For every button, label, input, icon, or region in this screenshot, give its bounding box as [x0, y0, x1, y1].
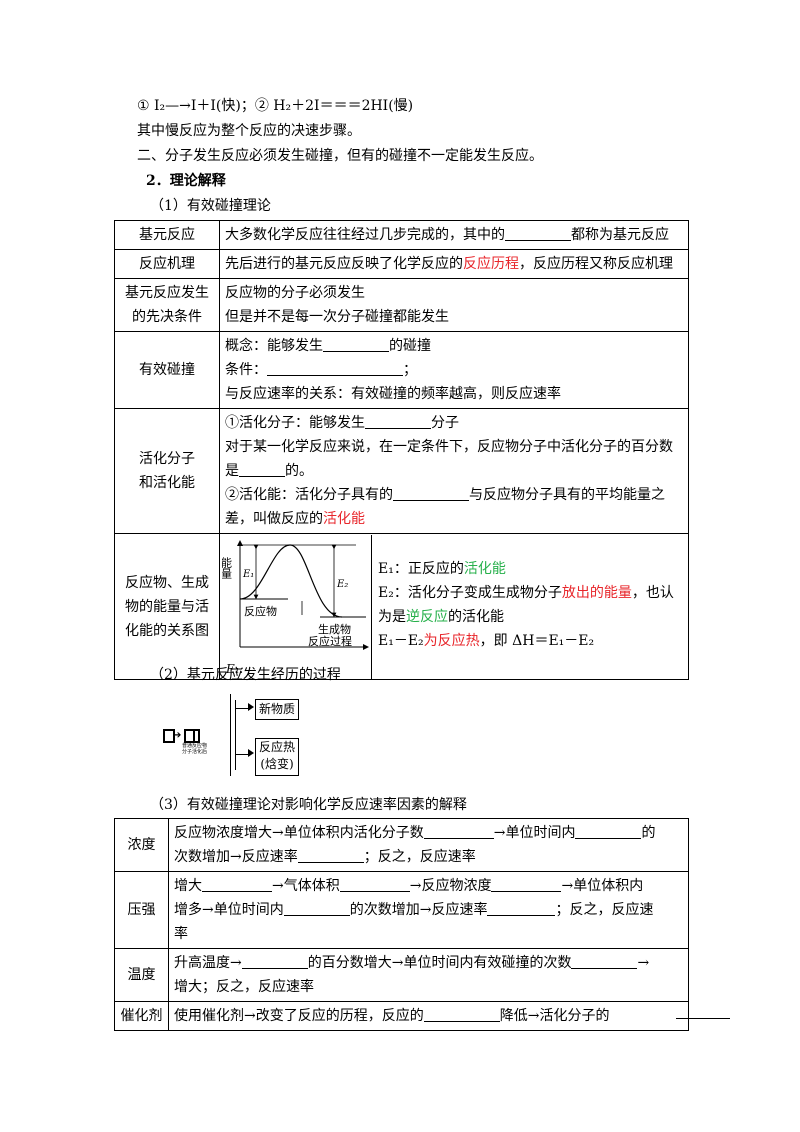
table-row: 反应物、生成物的能量与活化能的关系图: [114, 533, 689, 680]
e1-label: E₁: [242, 569, 254, 580]
e2-label: E₂: [336, 579, 348, 590]
molecule-square-icon: [184, 729, 195, 743]
highlight-activation-energy: 活化能: [323, 511, 365, 527]
row-body-concentration: 反应物浓度增大→单位体积内活化分子数→单位时间内的 次数增加→反应速率；反之，反…: [168, 818, 689, 872]
diagram-caption: E₁:: [225, 662, 244, 676]
highlight-reaction-heat: 为反应热: [423, 632, 480, 649]
slow-step-note: 其中慢反应为整个反应的决速步骤。: [137, 123, 361, 139]
product-label: 生成物: [318, 622, 351, 636]
row-body-energy-diagram: 能量 E₁ E₂ 反应物 生成物 反应过程 E₁: E₁：正反应的活化能 E₂：…: [219, 533, 689, 680]
row-body-catalyst: 使用催化剂→改变了反应的历程，反应的降低→活化分子的: [168, 1001, 689, 1031]
row-body-effective-collision: 概念：能够发生的碰撞 条件：； 与反应速率的关系：有效碰撞的频率越高，则反应速率: [219, 331, 689, 409]
answer-blank[interactable]: [487, 901, 556, 916]
answer-blank[interactable]: [571, 954, 638, 969]
answer-blank[interactable]: [423, 1007, 500, 1022]
energy-profile-diagram: 能量 E₁ E₂ 反应物 生成物 反应过程 E₁:: [222, 539, 369, 676]
subheading-elementary-process: （2）基元反应发生经历的过程: [150, 667, 341, 683]
row-body-prerequisite: 反应物的分子必须发生但是并不是每一次分子碰撞都能发生: [219, 278, 689, 332]
row-head-activated-molecule: 活化分子和活化能: [114, 408, 220, 534]
x-axis-label: 反应过程: [308, 634, 352, 648]
row-body-elementary-reaction: 大多数化学反应往往经过几步完成的，其中的都称为基元反应: [219, 220, 689, 250]
reaction-heat-box: 反应热 (焓变): [255, 738, 299, 776]
answer-blank[interactable]: [241, 954, 308, 969]
arrow-head-icon: [248, 703, 254, 711]
row-head-catalyst: 催化剂: [114, 1001, 169, 1031]
y-axis-label: 能量: [222, 555, 233, 578]
answer-blank[interactable]: [323, 337, 389, 352]
flow-vertical-line: [230, 694, 231, 776]
subheading-rate-factors: （3）有效碰撞理论对影响化学反应速率因素的解释: [150, 797, 467, 813]
reactant-square-icon: [163, 729, 175, 743]
answer-blank[interactable]: [491, 877, 562, 892]
flow-branch-line: [235, 754, 251, 755]
answer-blank[interactable]: [423, 824, 494, 839]
highlight-forward-activation: 活化能: [463, 560, 506, 577]
energy-explanation: E₁：正反应的活化能 E₂：活化分子变成生成物分子放出的能量，也认 为是逆反应的…: [378, 560, 674, 649]
effective-collision-table: 基元反应 大多数化学反应往往经过几步完成的，其中的都称为基元反应 反应机理 先后…: [114, 220, 689, 680]
table-row: 活化分子和活化能 ①活化分子：能够发生分子 对于某一化学反应来说，在一定条件下，…: [114, 408, 689, 534]
answer-blank[interactable]: [239, 462, 285, 477]
arrow-right-icon: ➔: [173, 730, 182, 741]
answer-blank[interactable]: [297, 848, 364, 863]
table-row: 基元反应发生的先决条件 反应物的分子必须发生但是并不是每一次分子碰撞都能发生: [114, 278, 689, 332]
section-heading-theory: 2．理论解释: [146, 173, 226, 189]
activation-caption: 普通反应物 分子活化后: [182, 743, 208, 755]
answer-blank[interactable]: [202, 877, 272, 892]
answer-blank[interactable]: [365, 414, 431, 429]
row-head-effective-collision: 有效碰撞: [114, 331, 220, 409]
table-row: 温度 升高温度→的百分数增大→单位时间内有效碰撞的次数→ 增大；反之，反应速率: [114, 948, 689, 1002]
row-body-temperature: 升高温度→的百分数增大→单位时间内有效碰撞的次数→ 增大；反之，反应速率: [168, 948, 689, 1002]
flow-vertical-line: [235, 700, 236, 770]
molecule-square-icon: [191, 729, 200, 743]
table-row: 压强 增大→气体体积→反应物浓度→单位体积内 增多→单位时间内的次数增加→反应速…: [114, 871, 689, 949]
row-body-mechanism: 先后进行的基元反应反映了化学反应的反应历程，反应历程又称反应机理: [219, 249, 689, 279]
answer-blank[interactable]: [339, 877, 410, 892]
row-head-mechanism: 反应机理: [114, 249, 220, 279]
row-head-energy-diagram: 反应物、生成物的能量与活化能的关系图: [114, 533, 220, 680]
formula-line: ① I₂—→I＋I(快)；② H₂＋2I＝＝＝2HI(慢): [137, 98, 414, 114]
collision-statement: 二、分子发生反应必须发生碰撞，但有的碰撞不一定能发生反应。: [137, 148, 543, 164]
flow-branch-line: [235, 708, 251, 709]
row-head-prerequisite: 基元反应发生的先决条件: [114, 278, 220, 332]
row-head-concentration: 浓度: [114, 818, 169, 872]
rate-factors-table: 浓度 反应物浓度增大→单位体积内活化分子数→单位时间内的 次数增加→反应速率；反…: [114, 818, 689, 1031]
highlight-released-energy: 放出的能量: [561, 584, 632, 601]
row-body-pressure: 增大→气体体积→反应物浓度→单位体积内 增多→单位时间内的次数增加→反应速率；反…: [168, 871, 689, 949]
new-substance-box: 新物质: [255, 699, 299, 720]
answer-blank[interactable]: [267, 361, 403, 376]
answer-blank[interactable]: [283, 901, 350, 916]
row-head-elementary-reaction: 基元反应: [114, 220, 220, 250]
arrow-head-icon: [248, 749, 254, 757]
table-row: 催化剂 使用催化剂→改变了反应的历程，反应的降低→活化分子的: [114, 1001, 689, 1031]
row-head-pressure: 压强: [114, 871, 169, 949]
reactant-label: 反应物: [244, 604, 277, 618]
highlight-reverse-reaction: 逆反应: [406, 608, 448, 625]
answer-blank[interactable]: [393, 486, 469, 501]
answer-blank-overflow[interactable]: [676, 1004, 730, 1019]
answer-blank[interactable]: [505, 226, 571, 241]
table-row: 反应机理 先后进行的基元反应反映了化学反应的反应历程，反应历程又称反应机理: [114, 249, 689, 279]
table-row: 有效碰撞 概念：能够发生的碰撞 条件：； 与反应速率的关系：有效碰撞的频率越高，…: [114, 331, 689, 409]
row-body-activated-molecule: ①活化分子：能够发生分子 对于某一化学反应来说，在一定条件下，反应物分子中活化分…: [219, 408, 689, 534]
table-row: 基元反应 大多数化学反应往往经过几步完成的，其中的都称为基元反应: [114, 220, 689, 250]
answer-blank[interactable]: [575, 824, 642, 839]
row-head-temperature: 温度: [114, 948, 169, 1002]
table-row: 浓度 反应物浓度增大→单位体积内活化分子数→单位时间内的 次数增加→反应速率；反…: [114, 818, 689, 872]
subheading-effective-collision: （1）有效碰撞理论: [150, 198, 271, 214]
highlight-reaction-history: 反应历程: [463, 256, 519, 272]
